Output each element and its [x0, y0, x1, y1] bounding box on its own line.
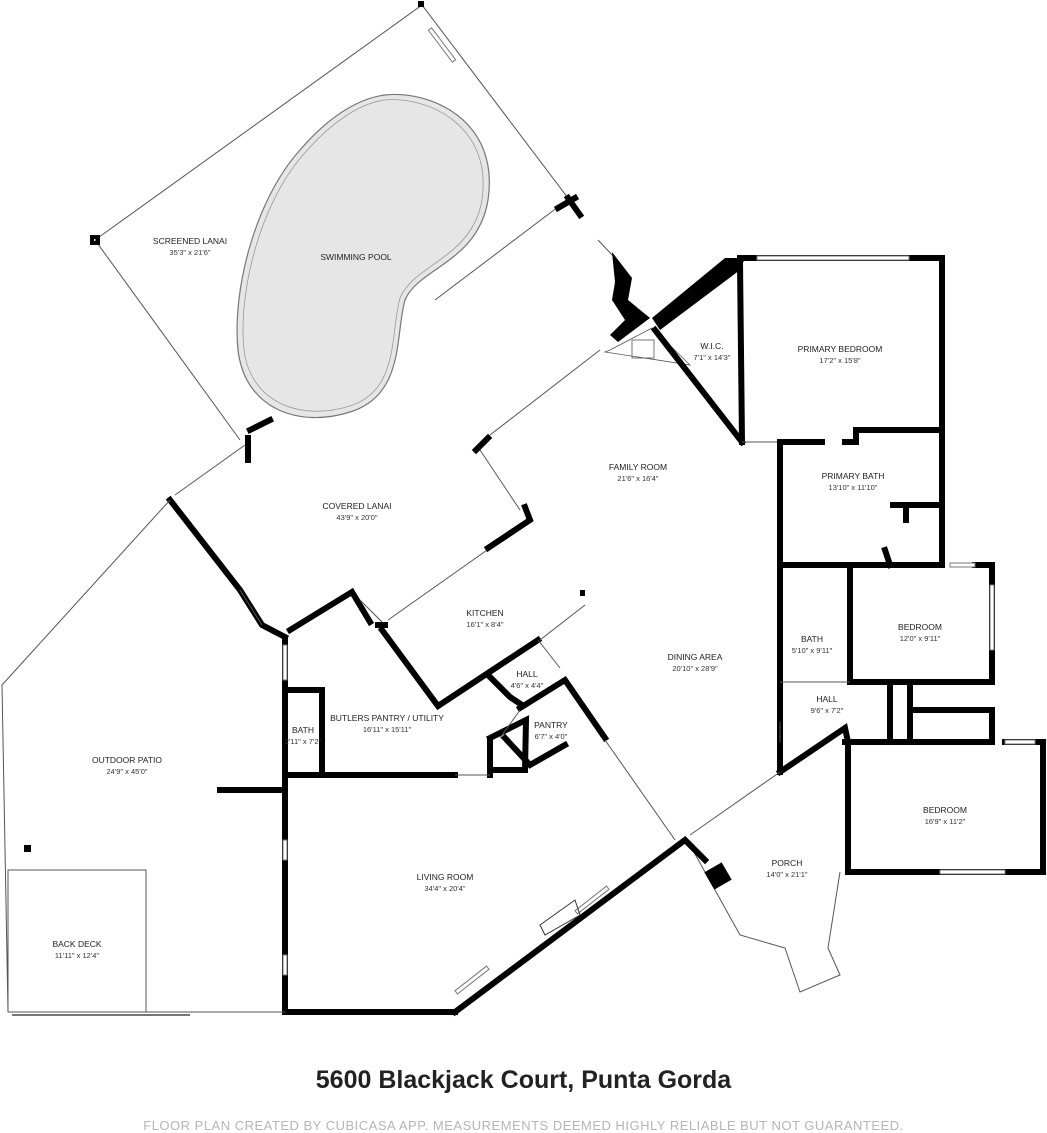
- dim-covered-lanai: 43'9" x 20'0": [336, 513, 377, 522]
- dim-bedroom-2: 16'9" x 11'2": [925, 817, 966, 826]
- dim-back-deck: 11'11" x 12'4": [55, 951, 100, 960]
- dim-hall-2: 9'6" x 7'2": [811, 706, 844, 715]
- label-screened-lanai: SCREENED LANAI: [153, 236, 227, 246]
- label-bath-2: BATH: [292, 725, 314, 735]
- dim-bath-2: 2'11" x 7'2": [285, 737, 322, 746]
- label-hall-2: HALL: [816, 694, 838, 704]
- dim-butlers-pantry: 16'11" x 15'11": [363, 725, 412, 734]
- label-pantry: PANTRY: [534, 720, 568, 730]
- covered-lanai-walls: [165, 206, 601, 642]
- label-primary-bath: PRIMARY BATH: [822, 471, 885, 481]
- swimming-pool-shape: [236, 93, 490, 419]
- disclaimer-text: FLOOR PLAN CREATED BY CUBICASA APP. MEAS…: [143, 1118, 904, 1133]
- floor-plan: SCREENED LANAI 35'3" x 21'6" SWIMMING PO…: [1, 1, 1046, 1017]
- label-wic: W.I.C.: [700, 341, 723, 351]
- dim-bath-1: 5'10" x 9'11": [792, 646, 833, 655]
- label-swimming-pool: SWIMMING POOL: [320, 252, 392, 262]
- dim-hall-1: 4'6" x 4'4": [511, 681, 544, 690]
- dim-outdoor-patio: 24'9" x 45'0": [106, 767, 147, 776]
- dim-living-room: 34'4" x 20'4": [424, 884, 465, 893]
- label-family-room: FAMILY ROOM: [609, 462, 667, 472]
- dim-screened-lanai: 35'3" x 21'6": [169, 248, 210, 257]
- outdoor-patio-outline: [1, 499, 285, 1016]
- room-labels: SCREENED LANAI 35'3" x 21'6" SWIMMING PO…: [52, 236, 967, 960]
- label-bedroom-1: BEDROOM: [898, 622, 942, 632]
- dim-bedroom-1: 12'0" x 9'11": [900, 634, 941, 643]
- primary-suite-walls: [650, 255, 945, 569]
- dim-dining-area: 20'10" x 28'9": [672, 664, 718, 673]
- label-bedroom-2: BEDROOM: [923, 805, 967, 815]
- label-primary-bedroom: PRIMARY BEDROOM: [798, 344, 883, 354]
- dim-porch: 14'0" x 21'1": [766, 870, 807, 879]
- label-back-deck: BACK DECK: [52, 939, 101, 949]
- dim-primary-bath: 13'10" x 11'10": [829, 483, 878, 492]
- label-kitchen: KITCHEN: [466, 608, 503, 618]
- chimney-block: [553, 193, 745, 366]
- property-address: 5600 Blackjack Court, Punta Gorda: [315, 1066, 732, 1094]
- label-living-room: LIVING ROOM: [417, 872, 474, 882]
- southeast-bedroom-walls: [842, 739, 1046, 875]
- east-wing-walls: [777, 562, 995, 775]
- dim-kitchen: 16'1" x 8'4": [467, 620, 504, 629]
- kitchen-core-walls: [377, 590, 610, 778]
- dim-family-room: 21'6" x 16'4": [617, 474, 658, 483]
- dim-pantry: 6'7" x 4'0": [535, 732, 568, 741]
- label-covered-lanai: COVERED LANAI: [323, 501, 392, 511]
- porch-outline: [689, 723, 852, 993]
- label-porch: PORCH: [772, 858, 803, 868]
- label-hall-1: HALL: [516, 669, 538, 679]
- label-butlers-pantry: BUTLERS PANTRY / UTILITY: [330, 713, 444, 723]
- label-bath-1: BATH: [801, 634, 823, 644]
- dim-wic: 7'1" x 14'3": [694, 353, 731, 362]
- label-dining-area: DINING AREA: [668, 652, 723, 662]
- dim-primary-bedroom: 17'2" x 15'8": [819, 356, 860, 365]
- living-room-walls: [450, 739, 781, 1017]
- label-outdoor-patio: OUTDOOR PATIO: [92, 755, 162, 765]
